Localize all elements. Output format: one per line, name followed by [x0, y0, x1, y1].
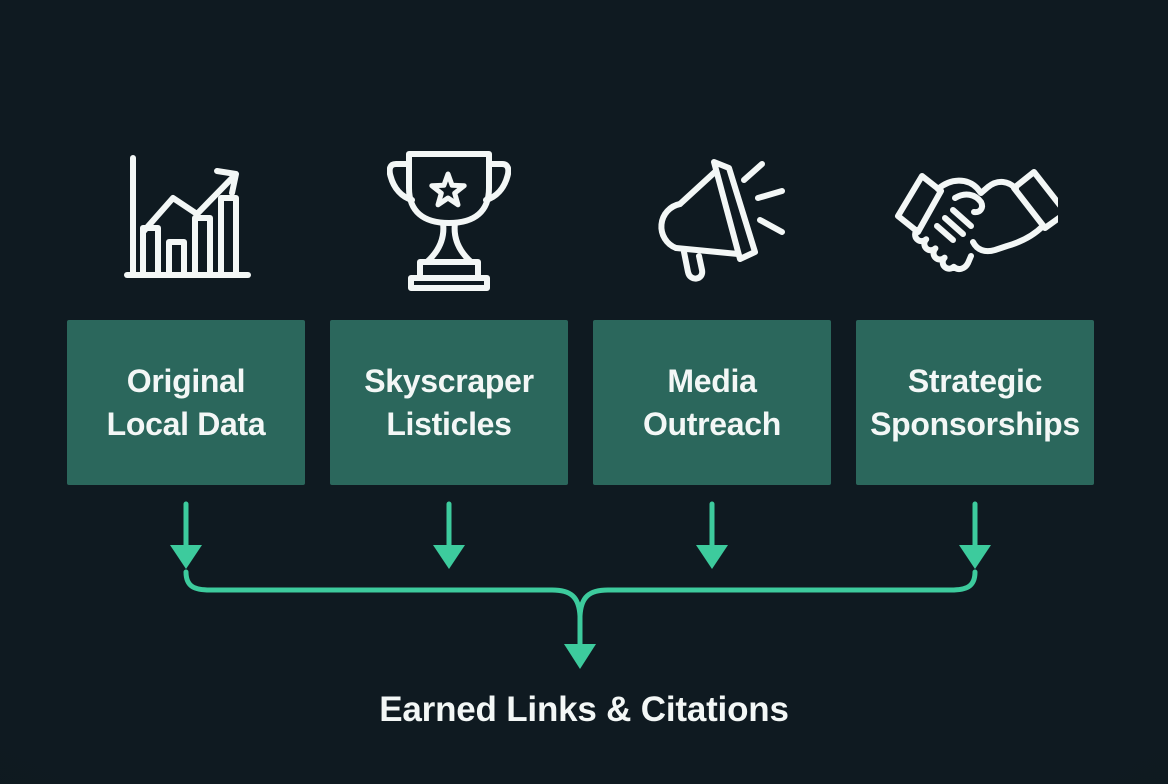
strategy-box-label: Original [126, 362, 246, 399]
trophy-icon [387, 151, 511, 291]
strategy-box-original-local-data: Original Local Data [67, 320, 305, 485]
down-arrow-1 [170, 501, 202, 569]
strategy-box-label: Local Data [106, 405, 266, 442]
down-arrow-2 [433, 501, 465, 569]
strategy-box-label: Listicles [386, 405, 512, 442]
strategy-box-label: Skyscraper [364, 362, 534, 399]
down-arrow-3 [696, 501, 728, 569]
bar-chart-growth-icon [124, 155, 251, 278]
strategy-box-label: Strategic [907, 362, 1043, 399]
down-arrow-4 [959, 501, 991, 569]
strategy-box-media-outreach: Media Outreach [593, 320, 831, 485]
result-label: Earned Links & Citations [379, 690, 789, 729]
funnel-bracket [183, 569, 978, 669]
strategy-box-strategic-sponsorships: Strategic Sponsorships [856, 320, 1094, 485]
strategy-box-skyscraper-listicles: Skyscraper Listicles [330, 320, 568, 485]
strategy-box-label: Media [667, 362, 757, 399]
megaphone-icon [658, 159, 785, 282]
handshake-icon [895, 169, 1058, 273]
strategy-box-label: Sponsorships [870, 405, 1080, 442]
strategy-box-label: Outreach [642, 405, 782, 442]
